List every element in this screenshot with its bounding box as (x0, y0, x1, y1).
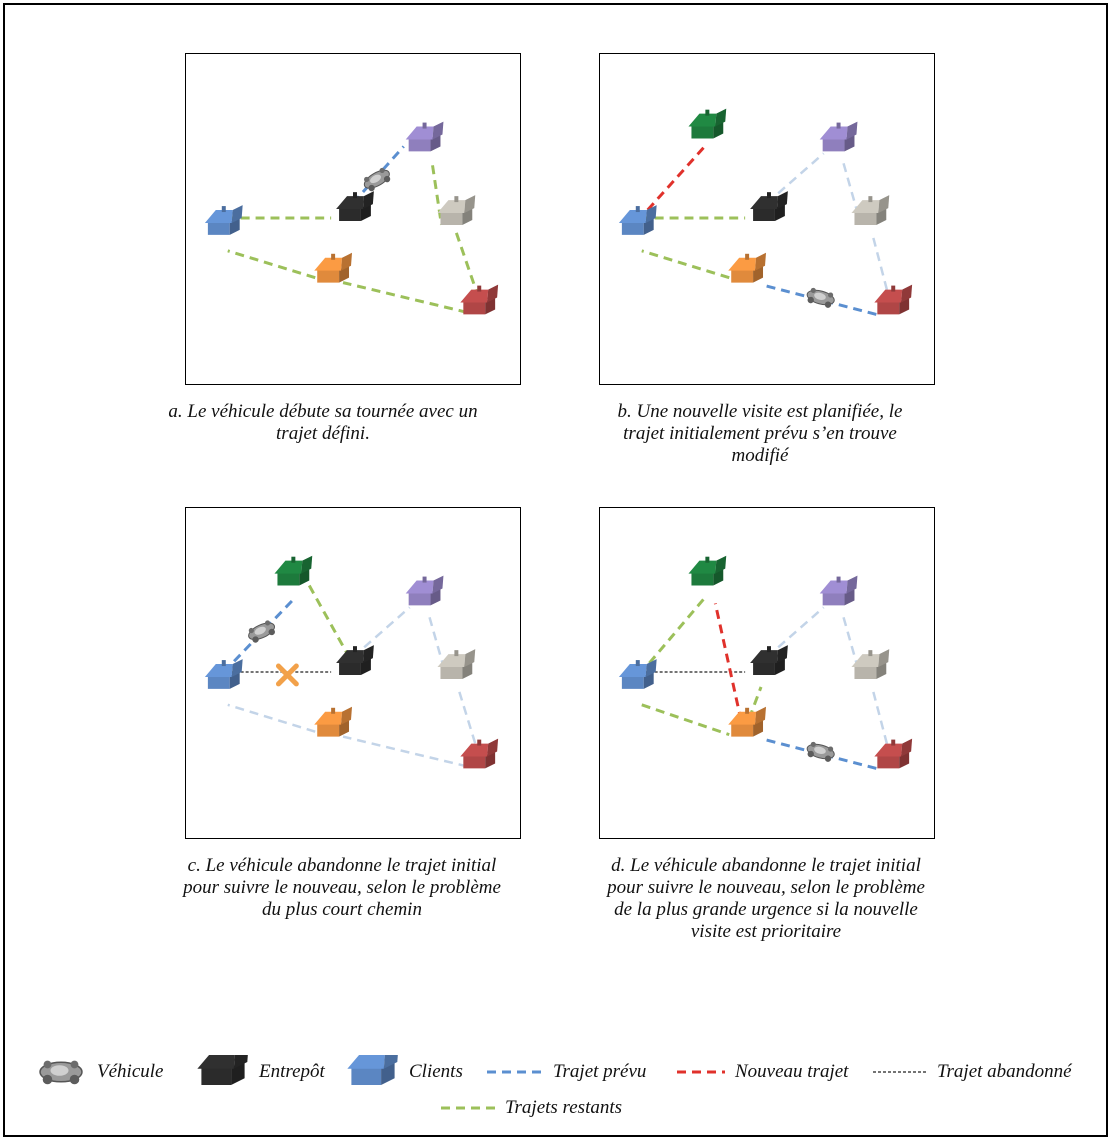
legend-clients-label: Clients (409, 1061, 463, 1082)
panel-d (599, 507, 935, 839)
house-icon (460, 738, 499, 769)
route-remaining-blue-orange (641, 703, 730, 737)
remaining-line-swatch (441, 1106, 495, 1110)
route-new-orange-green (713, 603, 743, 722)
panel-a (185, 53, 521, 385)
panel-b-diagram (618, 108, 913, 316)
car-icon (363, 167, 391, 192)
figure: a. Le véhicule débute sa tournée avec un… (3, 3, 1108, 1137)
house-icon (437, 649, 476, 679)
legend-clients: Clients (345, 1055, 463, 1089)
route-faded-red-orange (342, 735, 468, 768)
route-faded-gray-red (872, 237, 892, 303)
route-faded-orange-blue (227, 703, 316, 733)
route-remaining-red-orange (342, 281, 468, 314)
house-icon (405, 121, 444, 152)
house-icon (204, 659, 243, 689)
route-planned-red-orange (760, 737, 877, 770)
car-icon (39, 1060, 83, 1085)
house-icon (851, 195, 890, 225)
house-icon (460, 284, 499, 315)
route-faded-gray-red (872, 691, 892, 757)
car-icon (806, 287, 835, 308)
route-remaining-green-blue (640, 598, 705, 673)
caption-b: b. Une nouvelle visite est planifiée, le… (617, 401, 903, 466)
house-icon (618, 659, 657, 689)
house-icon (437, 195, 476, 225)
legend-planned: Trajet prévu (485, 1061, 646, 1083)
panel-c (185, 507, 521, 839)
car-icon (806, 741, 835, 762)
house-icon (405, 575, 444, 606)
caption-d: d. Le véhicule abandonne le trajet initi… (607, 855, 925, 942)
route-faded-black-purple (766, 606, 825, 659)
house-icon (618, 205, 657, 235)
planned-line-swatch (487, 1070, 543, 1074)
legend-abandoned-label: Trajet abandonné (937, 1061, 1072, 1082)
house-icon (314, 706, 353, 737)
house-icon (750, 645, 788, 675)
car-icon (248, 620, 275, 643)
route-planned-red-orange (760, 283, 877, 316)
new-line-swatch (677, 1070, 725, 1074)
house-icon (336, 645, 374, 675)
house-icon (750, 191, 788, 221)
house-icon (314, 252, 353, 283)
route-faded-black-purple (766, 152, 825, 205)
legend-new: Nouveau trajet (675, 1061, 848, 1083)
legend-vehicle: Véhicule (33, 1055, 163, 1089)
route-faded-black-purple (352, 606, 411, 659)
house-icon (819, 121, 858, 152)
house-icon (874, 738, 913, 769)
house-icon (197, 1055, 248, 1085)
house-icon (728, 252, 767, 283)
legend-remaining: Trajets restants (439, 1097, 622, 1119)
house-icon (874, 284, 913, 315)
caption-c: c. Le véhicule abandonne le trajet initi… (183, 855, 501, 920)
legend-new-label: Nouveau trajet (735, 1061, 849, 1082)
panel-d-diagram (618, 555, 913, 770)
legend-abandoned: Trajet abandonné (871, 1061, 1072, 1083)
route-remaining-orange-blue (227, 249, 316, 280)
route-remaining-orange-blue (641, 249, 730, 280)
house-icon (728, 706, 767, 737)
x-mark-icon (275, 663, 299, 687)
house-icon (688, 108, 727, 139)
caption-a: a. Le véhicule débute sa tournée avec un… (168, 401, 478, 444)
house-icon (274, 555, 313, 586)
route-faded-gray-red (458, 691, 481, 757)
house-icon (204, 205, 243, 235)
route-remaining-purple-gray (431, 165, 443, 226)
abandoned-line-swatch (873, 1071, 927, 1073)
legend-depot-label: Entrepôt (259, 1061, 325, 1082)
legend-planned-label: Trajet prévu (553, 1061, 647, 1082)
panel-a-diagram (204, 121, 499, 315)
house-icon (336, 191, 374, 221)
house-icon (688, 555, 727, 586)
route-new-blue-green (636, 142, 709, 222)
route-remaining-green-black (307, 584, 350, 656)
legend-vehicle-label: Véhicule (97, 1061, 164, 1082)
route-remaining-gray-red (454, 232, 481, 300)
house-icon (347, 1055, 398, 1085)
house-icon (851, 649, 890, 679)
house-icon (819, 575, 858, 606)
panel-c-diagram (204, 555, 499, 769)
panel-b (599, 53, 935, 385)
legend-depot: Entrepôt (195, 1055, 325, 1089)
legend-remaining-label: Trajets restants (505, 1097, 623, 1118)
